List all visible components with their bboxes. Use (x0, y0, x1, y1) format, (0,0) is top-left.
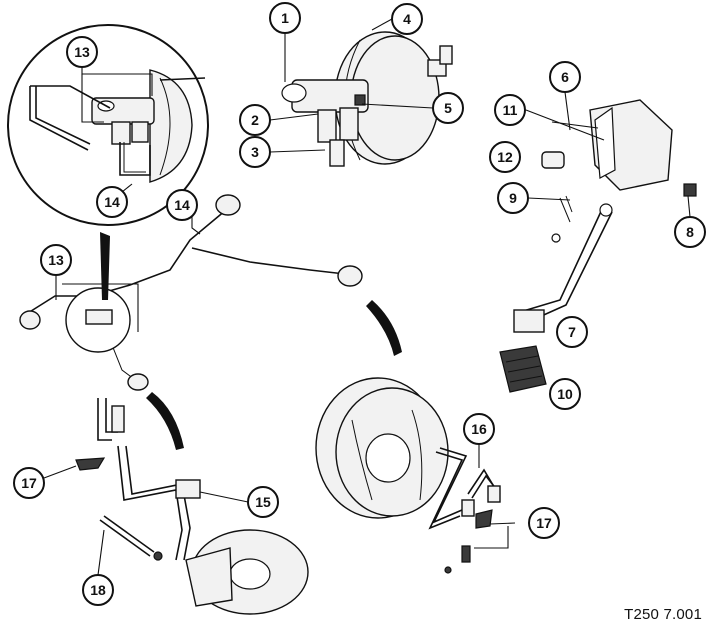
callout-13-inset: 13 (66, 36, 98, 68)
svg-text:10: 10 (557, 386, 573, 402)
callout-7: 7 (556, 316, 588, 348)
svg-text:12: 12 (497, 149, 513, 165)
svg-text:1: 1 (281, 10, 289, 26)
callout-3: 3 (239, 136, 271, 168)
callout-2: 2 (239, 104, 271, 136)
svg-text:3: 3 (251, 144, 259, 160)
callout-17-right: 17 (528, 507, 560, 539)
callout-1: 1 (269, 2, 301, 34)
pointer-arrows (100, 232, 402, 450)
front-brake-assembly (75, 398, 309, 615)
svg-text:13: 13 (74, 44, 90, 60)
svg-text:13: 13 (48, 252, 64, 268)
svg-text:16: 16 (471, 421, 487, 437)
callout-13: 13 (40, 244, 72, 276)
callout-10: 10 (549, 378, 581, 410)
svg-text:4: 4 (403, 11, 411, 27)
svg-text:8: 8 (686, 224, 694, 240)
brake-pedal-assembly (499, 99, 697, 393)
callouts: 1 2 3 4 5 6 7 8 (13, 2, 706, 606)
svg-text:18: 18 (90, 582, 106, 598)
brake-pipe-routing (19, 194, 363, 391)
figure-code: T250 7.001 (624, 606, 702, 623)
callout-16: 16 (463, 413, 495, 445)
callout-18: 18 (82, 574, 114, 606)
leader-lines (43, 18, 691, 576)
svg-text:7: 7 (568, 324, 576, 340)
svg-text:17: 17 (21, 475, 37, 491)
callout-14-inset: 14 (96, 186, 128, 218)
svg-text:5: 5 (444, 100, 452, 116)
callout-17-left: 17 (13, 467, 45, 499)
callout-8: 8 (674, 216, 706, 248)
callout-9: 9 (497, 182, 529, 214)
svg-text:2: 2 (251, 112, 259, 128)
callout-12: 12 (489, 141, 521, 173)
svg-text:17: 17 (536, 515, 552, 531)
brake-booster-assembly (281, 31, 453, 167)
callout-14: 14 (166, 189, 198, 221)
callout-6: 6 (549, 61, 581, 93)
callout-11: 11 (494, 94, 526, 126)
svg-text:14: 14 (174, 197, 190, 213)
inset-detail (7, 24, 209, 226)
svg-text:6: 6 (561, 69, 569, 85)
svg-text:15: 15 (255, 494, 271, 510)
rear-drum-assembly (315, 377, 501, 574)
svg-text:9: 9 (509, 190, 517, 206)
svg-text:14: 14 (104, 194, 120, 210)
svg-text:11: 11 (503, 102, 518, 118)
callout-5: 5 (432, 92, 464, 124)
callout-15: 15 (247, 486, 279, 518)
callout-4: 4 (391, 3, 423, 35)
